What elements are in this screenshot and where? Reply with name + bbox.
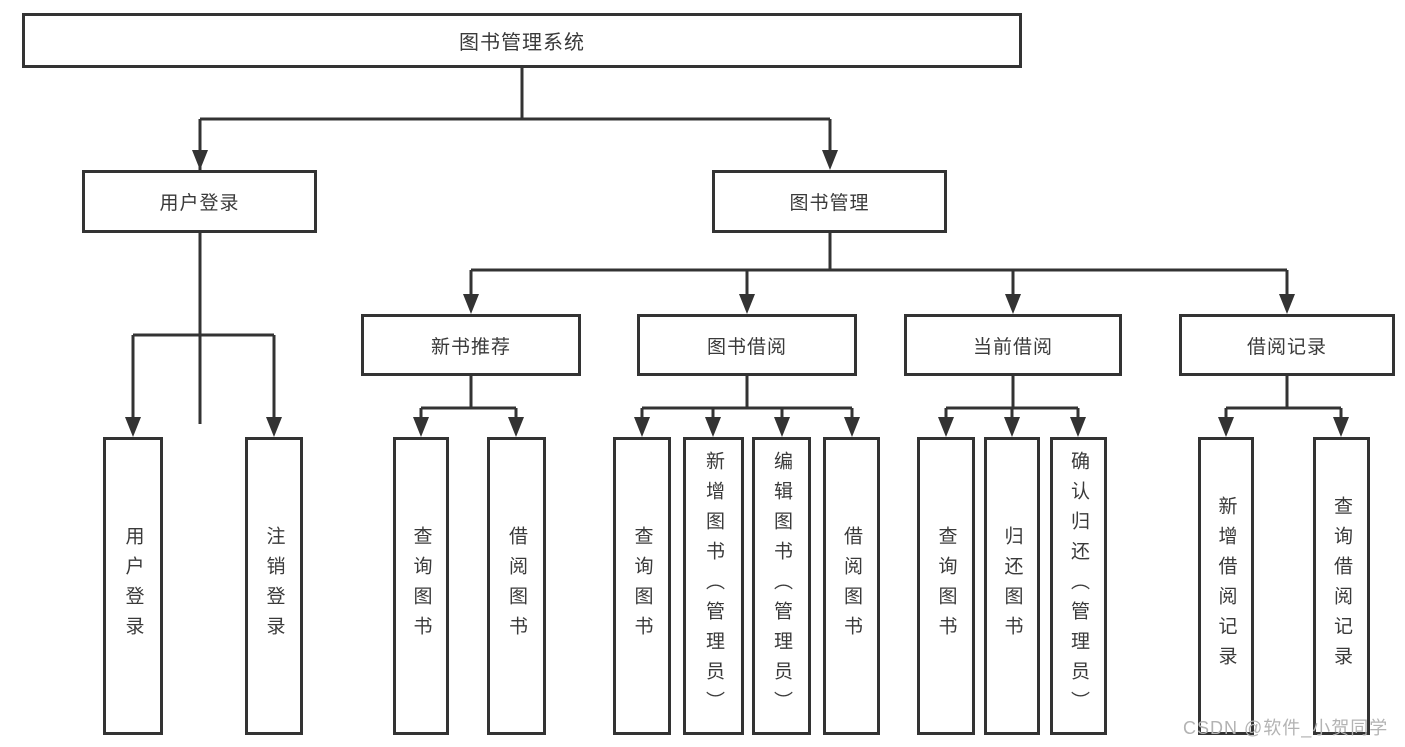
node-query-books-borrowing: 查询图书 (613, 437, 671, 735)
node-book-borrowing: 图书借阅 (637, 314, 857, 376)
node-confirm-return-admin: 确认归还（管理员） (1050, 437, 1107, 735)
arrowhead (1070, 417, 1086, 437)
arrowhead (413, 417, 429, 437)
node-label: 注销登录 (263, 526, 285, 646)
node-label: 查询图书 (631, 526, 653, 646)
node-label: 确认归还（管理员） (1068, 451, 1089, 721)
arrowhead (634, 417, 650, 437)
node-edit-book-admin: 编辑图书（管理员） (752, 437, 811, 735)
node-label: 查询图书 (935, 526, 957, 646)
arrowhead (125, 417, 141, 437)
arrowhead (266, 417, 282, 437)
arrowhead (1004, 417, 1020, 437)
node-label: 借阅图书 (506, 526, 527, 646)
node-add-book-admin: 新增图书（管理员） (683, 437, 744, 735)
node-query-borrow-record: 查询借阅记录 (1313, 437, 1370, 735)
arrowhead (1005, 294, 1021, 314)
arrowhead (705, 417, 721, 437)
node-new-book-recommendation: 新书推荐 (361, 314, 581, 376)
arrowhead (508, 417, 524, 437)
node-logout: 注销登录 (245, 437, 303, 735)
arrowhead (938, 417, 954, 437)
arrowhead (774, 417, 790, 437)
node-borrow-books-borrowing: 借阅图书 (823, 437, 880, 735)
node-add-borrow-record: 新增借阅记录 (1198, 437, 1254, 735)
arrowhead (822, 150, 838, 170)
node-label: 查询图书 (410, 526, 432, 646)
node-label: 借阅图书 (841, 526, 862, 646)
node-return-books: 归还图书 (984, 437, 1040, 735)
arrowhead (739, 294, 755, 314)
node-label: 编辑图书（管理员） (771, 451, 792, 721)
arrowhead (844, 417, 860, 437)
node-label: 查询借阅记录 (1331, 496, 1352, 676)
node-book-management: 图书管理 (712, 170, 947, 233)
node-label: 新增图书（管理员） (703, 451, 724, 721)
arrowheads (125, 150, 1349, 437)
arrowhead (1279, 294, 1295, 314)
node-borrow-books-recommend: 借阅图书 (487, 437, 546, 735)
connector-lines (131, 68, 1343, 424)
node-label: 新增借阅记录 (1215, 496, 1237, 676)
node-user-login-leaf: 用户登录 (103, 437, 163, 735)
node-current-borrowing: 当前借阅 (904, 314, 1122, 376)
node-query-books-recommend: 查询图书 (393, 437, 449, 735)
node-label: 归还图书 (1001, 526, 1023, 646)
arrowhead (192, 150, 208, 170)
node-label: 用户登录 (122, 526, 144, 646)
arrowhead (1333, 417, 1349, 437)
arrowhead (1218, 417, 1234, 437)
node-user-login: 用户登录 (82, 170, 317, 233)
node-borrowing-records: 借阅记录 (1179, 314, 1395, 376)
node-query-books-current: 查询图书 (917, 437, 975, 735)
arrowhead (463, 294, 479, 314)
node-library-management-system: 图书管理系统 (22, 13, 1022, 68)
watermark: CSDN @软件_小贺同学 (1183, 718, 1389, 738)
